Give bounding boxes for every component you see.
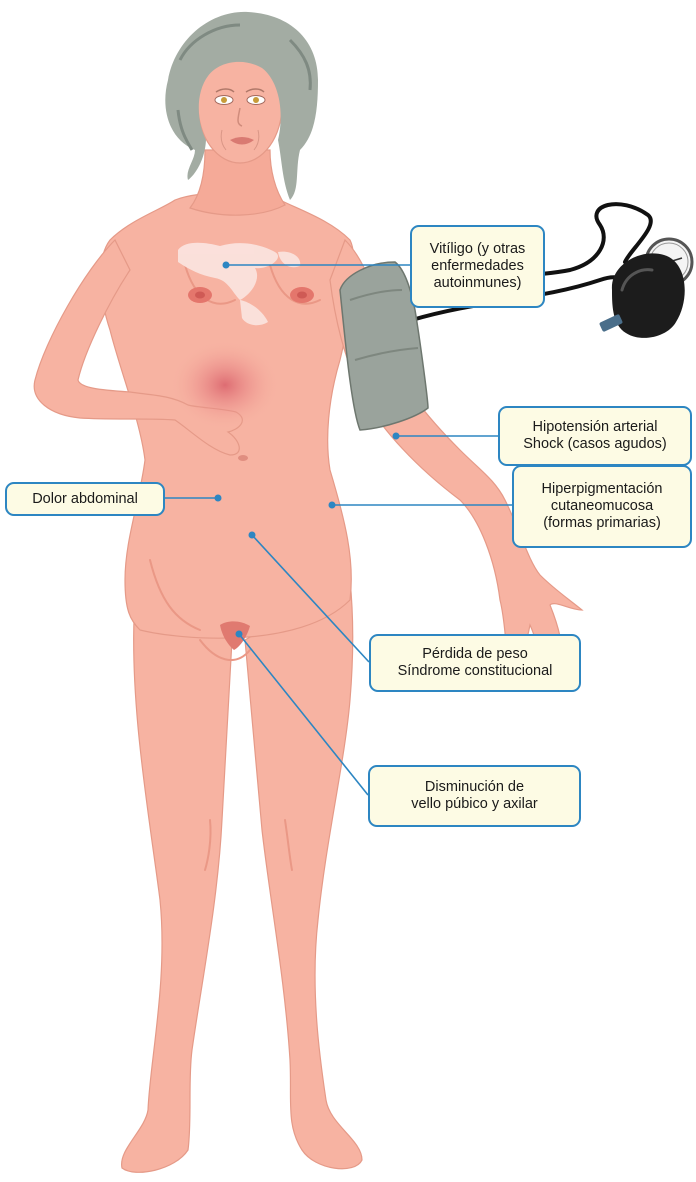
woman-figure xyxy=(34,47,582,1172)
label-dolor: Dolor abdominal xyxy=(5,482,165,516)
blood-pressure-bulb-icon xyxy=(599,253,685,337)
label-vitiligo-line-2: enfermedades xyxy=(431,258,524,275)
label-hipotension-line-2: Shock (casos agudos) xyxy=(523,436,666,453)
label-hiperpigmentacion-line-2: cutaneomucosa xyxy=(551,498,653,515)
label-perdida: Pérdida de peso Síndrome constitucional xyxy=(369,634,581,692)
right-leg xyxy=(245,580,362,1169)
label-perdida-line-1: Pérdida de peso xyxy=(422,646,528,663)
abdominal-pain-area xyxy=(170,340,280,430)
label-hipotension-line-1: Hipotensión arterial xyxy=(533,419,658,436)
label-disminucion-line-2: vello púbico y axilar xyxy=(411,796,538,813)
label-vitiligo: Vitíligo (y otras enfermedades autoinmun… xyxy=(410,225,545,308)
label-vitiligo-line-1: Vitíligo (y otras xyxy=(430,241,526,258)
label-hiperpigmentacion-line-3: (formas primarias) xyxy=(543,515,661,532)
label-disminucion-line-1: Disminución de xyxy=(425,779,524,796)
label-hipotension: Hipotensión arterial Shock (casos agudos… xyxy=(498,406,692,466)
label-vitiligo-line-3: autoinmunes) xyxy=(434,275,522,292)
label-perdida-line-2: Síndrome constitucional xyxy=(398,663,553,680)
label-hiperpigmentacion: Hiperpigmentación cutaneomucosa (formas … xyxy=(512,465,692,548)
label-hiperpigmentacion-line-1: Hiperpigmentación xyxy=(542,481,663,498)
navel xyxy=(238,455,248,461)
label-dolor-line-1: Dolor abdominal xyxy=(32,491,138,508)
left-leg xyxy=(122,600,232,1172)
label-disminucion: Disminución de vello púbico y axilar xyxy=(368,765,581,827)
